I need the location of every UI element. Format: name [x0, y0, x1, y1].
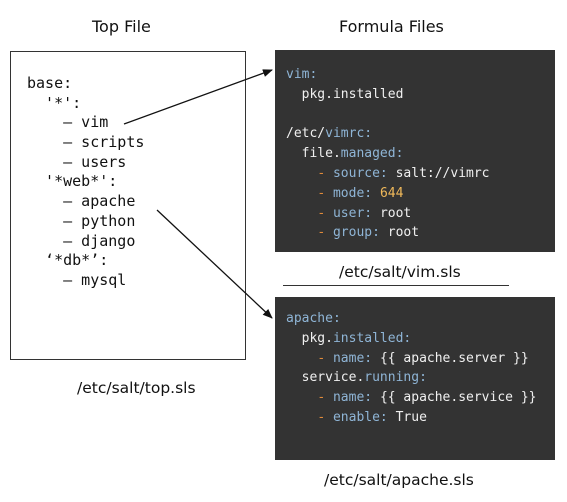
- top-line-apache: – apache: [27, 192, 136, 211]
- apache-line-pkg-name: - name: {{ apache.server }}: [317, 350, 529, 366]
- top-line-db-minions: ‘*db*’:: [27, 251, 109, 270]
- vim-line-file-managed: file.managed:: [301, 146, 404, 162]
- vim-line-user: - user: root: [317, 205, 412, 221]
- top-line-python: – python: [27, 211, 136, 230]
- top-line-mysql: – mysql: [27, 270, 127, 289]
- apache-line-service-name: - name: {{ apache.service }}: [317, 390, 537, 406]
- top-line-django: – django: [27, 231, 136, 250]
- vim-line-id: vim:: [286, 67, 318, 82]
- apache-sls-code-box: apache: pkg.installed: - name: {{ apache…: [275, 297, 555, 460]
- formula-files-heading: Formula Files: [339, 17, 444, 36]
- vim-line-vimrc-id: /etc/vimrc:: [286, 126, 373, 142]
- vim-line-mode: - mode: 644: [317, 185, 404, 201]
- vim-line-group: - group: root: [317, 225, 420, 241]
- top-file-heading: Top File: [92, 17, 151, 36]
- top-line-all-minions: '*':: [27, 93, 82, 112]
- top-line-users: – users: [27, 152, 127, 171]
- apache-line-pkg-installed: pkg.installed:: [301, 330, 412, 346]
- top-line-base: base:: [27, 74, 73, 92]
- apache-line-enable: - enable: True: [317, 409, 427, 425]
- top-line-vim: – vim: [27, 113, 109, 132]
- top-line-web-minions: '*web*':: [27, 172, 118, 191]
- top-file-content: base: '*': – vim – scripts – users '*web…: [27, 74, 144, 291]
- vim-sls-code-box: vim: pkg.installed /etc/vimrc: file.mana…: [275, 50, 555, 252]
- apache-line-id: apache:: [286, 311, 341, 326]
- vim-line-pkg-installed: pkg.installed: [301, 86, 404, 102]
- apache-sls-caption: /etc/salt/apache.sls: [324, 471, 474, 489]
- top-line-scripts: – scripts: [27, 133, 145, 152]
- arrow-apache-to-apache-sls: [156, 209, 273, 319]
- vim-sls-caption: /etc/salt/vim.sls: [339, 263, 461, 281]
- vim-line-source: - source: salt://vimrc: [317, 165, 490, 181]
- apache-line-service-running: service.running:: [301, 370, 427, 386]
- arrow-vim-to-vim-sls: [123, 69, 273, 125]
- top-file-caption: /etc/salt/top.sls: [77, 379, 196, 397]
- divider-line: [283, 285, 509, 286]
- top-file-box: base: '*': – vim – scripts – users '*web…: [10, 51, 246, 360]
